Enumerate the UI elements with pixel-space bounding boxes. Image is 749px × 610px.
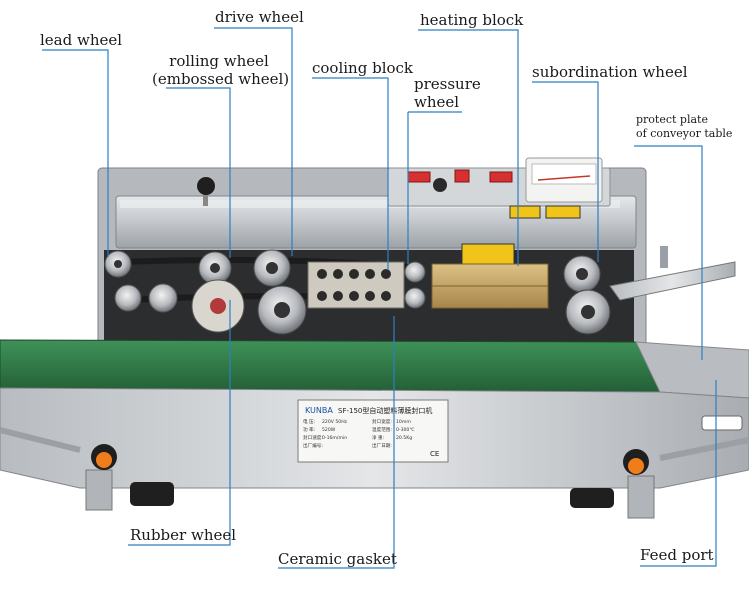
nameplate-cell: 封口速度: [303, 434, 323, 441]
nameplate-cell: 0-16m/min [322, 435, 347, 441]
leader-heating-block [418, 29, 519, 266]
nameplate-cell: 电 压: [303, 418, 316, 425]
nameplate-cell: 温度范围: [372, 426, 392, 433]
conveyor-belt [0, 339, 661, 393]
leader-drive-wheel [214, 27, 293, 256]
label-rolling-wheel: rolling wheel [169, 52, 269, 70]
pressure-wheel-lower [404, 287, 426, 309]
leader-lead-wheel [42, 49, 109, 257]
label-pressure-wheel: wheel [414, 93, 460, 111]
nameplate-cell: 10mm [396, 419, 411, 425]
ce-mark: CE [430, 450, 439, 458]
adjust-knob [197, 177, 215, 195]
label-ceramic-gasket: Ceramic gasket [278, 550, 397, 568]
nameplate-cell: 封口宽度: [372, 418, 392, 425]
nameplate-title: SF-150型自动塑料薄膜封口机 [338, 406, 432, 415]
leader-cooling-block [312, 77, 389, 270]
pressure-wheel-upper [404, 261, 426, 283]
foot-left [130, 482, 174, 506]
label-heating-block: heating block [420, 11, 524, 29]
label-embossed-wheel: (embossed wheel) [152, 70, 290, 88]
leader-lines [42, 27, 717, 569]
heat-switch [454, 169, 470, 183]
leader-protect-plate [634, 145, 703, 360]
motor-switch [489, 171, 513, 183]
label-protect-plate: protect plate [636, 113, 708, 126]
nameplate-cell: 0-300℃ [396, 427, 415, 433]
power-switch [407, 171, 431, 183]
nameplate-cell: 520W [322, 427, 336, 433]
label-subordination-wheel: subordination wheel [532, 63, 688, 81]
nameplate-cell: 出厂日期: [372, 442, 392, 449]
label-conveyor-table: of conveyor table [636, 127, 733, 140]
cooling-vents [317, 269, 391, 301]
nameplate-cell: 出厂编号: [303, 442, 323, 449]
label-drive-wheel: drive wheel [215, 8, 304, 26]
upper-gantry [115, 195, 637, 249]
foot-right [570, 488, 614, 508]
temperature-knob [433, 178, 447, 192]
leader-rubber-wheel [128, 300, 231, 546]
label-rubber-wheel: Rubber wheel [130, 526, 237, 544]
nameplate-cell: 20.5Kg [396, 435, 412, 441]
leader-feed-port [640, 380, 717, 567]
label-feed-port: Feed port [640, 546, 714, 564]
nameplate-brand: KUNBA [305, 406, 333, 415]
nameplate-cell: 220V 50Hz [322, 419, 348, 425]
warning-sticker [461, 243, 515, 265]
nameplate-rows: 电 压: 220V 50Hz 封口宽度: 10mm 功 率: 520W 温度范围: 0-300… [303, 418, 415, 449]
protect-plate [609, 261, 736, 301]
nameplate [297, 399, 449, 463]
cooling-block [307, 261, 405, 309]
nameplate-cell: 净 重: [372, 434, 385, 441]
label-pressure: pressure [414, 75, 481, 93]
leader-rolling-wheel [166, 87, 231, 258]
leader-ceramic-gasket [278, 316, 395, 569]
label-cooling-block: cooling block [312, 59, 414, 77]
nameplate-cell: 功 率: [303, 426, 316, 433]
label-lead-wheel: lead wheel [40, 31, 123, 49]
leader-subordination-wheel [532, 81, 599, 262]
